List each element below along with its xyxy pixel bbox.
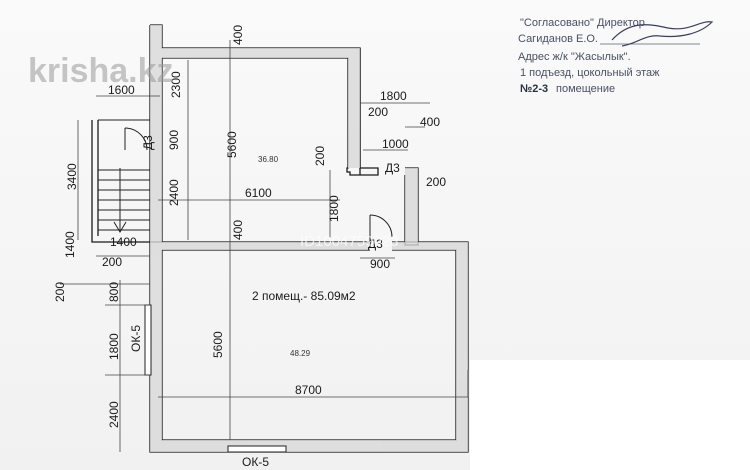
approval-number: №2-3 <box>520 83 548 95</box>
approval-line-3: Адрес ж/к "Жасылык". <box>518 51 631 63</box>
dim-door-900a: 900 <box>167 130 181 150</box>
room-labels: 36.80 2 помещ.- 85.09м2 48.29 Д3 Д3 Д3 О… <box>129 135 400 469</box>
room-upper-area: 36.80 <box>258 155 279 164</box>
dim-right-1000: 1000 <box>382 137 409 151</box>
dim-upper-2400: 2400 <box>167 179 181 206</box>
dim-right-200a: 200 <box>368 105 388 119</box>
dim-middle-400: 400 <box>231 220 245 240</box>
dim-right-1800: 1800 <box>380 89 407 103</box>
brand-watermark: krisha.kz <box>28 52 174 90</box>
corner-overlay <box>470 360 750 470</box>
dim-top-wall: 400 <box>231 25 245 45</box>
approval-line-1: "Согласовано" Директор <box>520 17 645 29</box>
approval-line-2: Сагиданов Е.О. <box>518 33 598 45</box>
dim-right-200b: 200 <box>426 175 446 189</box>
dim-notch-1800: 1800 <box>327 195 341 222</box>
dim-width-6100: 6100 <box>245 186 272 200</box>
dim-lower-5600: 5600 <box>211 331 225 358</box>
dimension-labels: 400 1600 2300 1800 200 400 1000 200 900 … <box>53 25 446 428</box>
window-label-left: ОК-5 <box>129 325 143 352</box>
approval-block: "Согласовано" Директор Сагиданов Е.О. Ад… <box>518 17 714 95</box>
dim-right-400: 400 <box>420 115 440 129</box>
dim-lower-1800: 1800 <box>107 333 121 360</box>
dim-stair-1400a: 1400 <box>110 235 137 249</box>
dim-upper-5600: 5600 <box>225 131 239 158</box>
room-lower-area: 48.29 <box>290 349 311 358</box>
door-label-left: Д3 <box>141 135 155 150</box>
approval-room-text: помещение <box>556 83 615 95</box>
dim-lower-2400: 2400 <box>107 401 121 428</box>
staircase <box>98 119 150 233</box>
dim-stair-3400: 3400 <box>65 163 79 190</box>
signature-scribble <box>611 21 714 47</box>
windows <box>144 304 287 453</box>
dim-notch-200: 200 <box>313 146 327 166</box>
dim-stair-200: 200 <box>102 255 122 269</box>
window-label-bottom: ОК-5 <box>242 455 269 469</box>
dim-lower-800: 800 <box>107 282 121 302</box>
dim-stair-width-top: 1600 <box>108 83 135 97</box>
dim-upper-left-2300: 2300 <box>169 71 183 98</box>
listing-id-watermark: ID1004759023 <box>300 233 398 250</box>
door-label-right: Д3 <box>385 161 400 175</box>
dim-door-900b: 900 <box>370 257 390 271</box>
dim-stair-1400b: 1400 <box>63 231 77 258</box>
dim-left-200: 200 <box>53 282 67 302</box>
door-swings <box>124 127 393 242</box>
approval-line-4: 1 подъезд, цокольный этаж <box>520 67 660 79</box>
dimension-lines <box>60 40 469 452</box>
total-area-label: 2 помещ.- 85.09м2 <box>252 289 356 303</box>
door-label-lower: Д3 <box>368 237 383 251</box>
dim-width-8700: 8700 <box>295 383 322 397</box>
